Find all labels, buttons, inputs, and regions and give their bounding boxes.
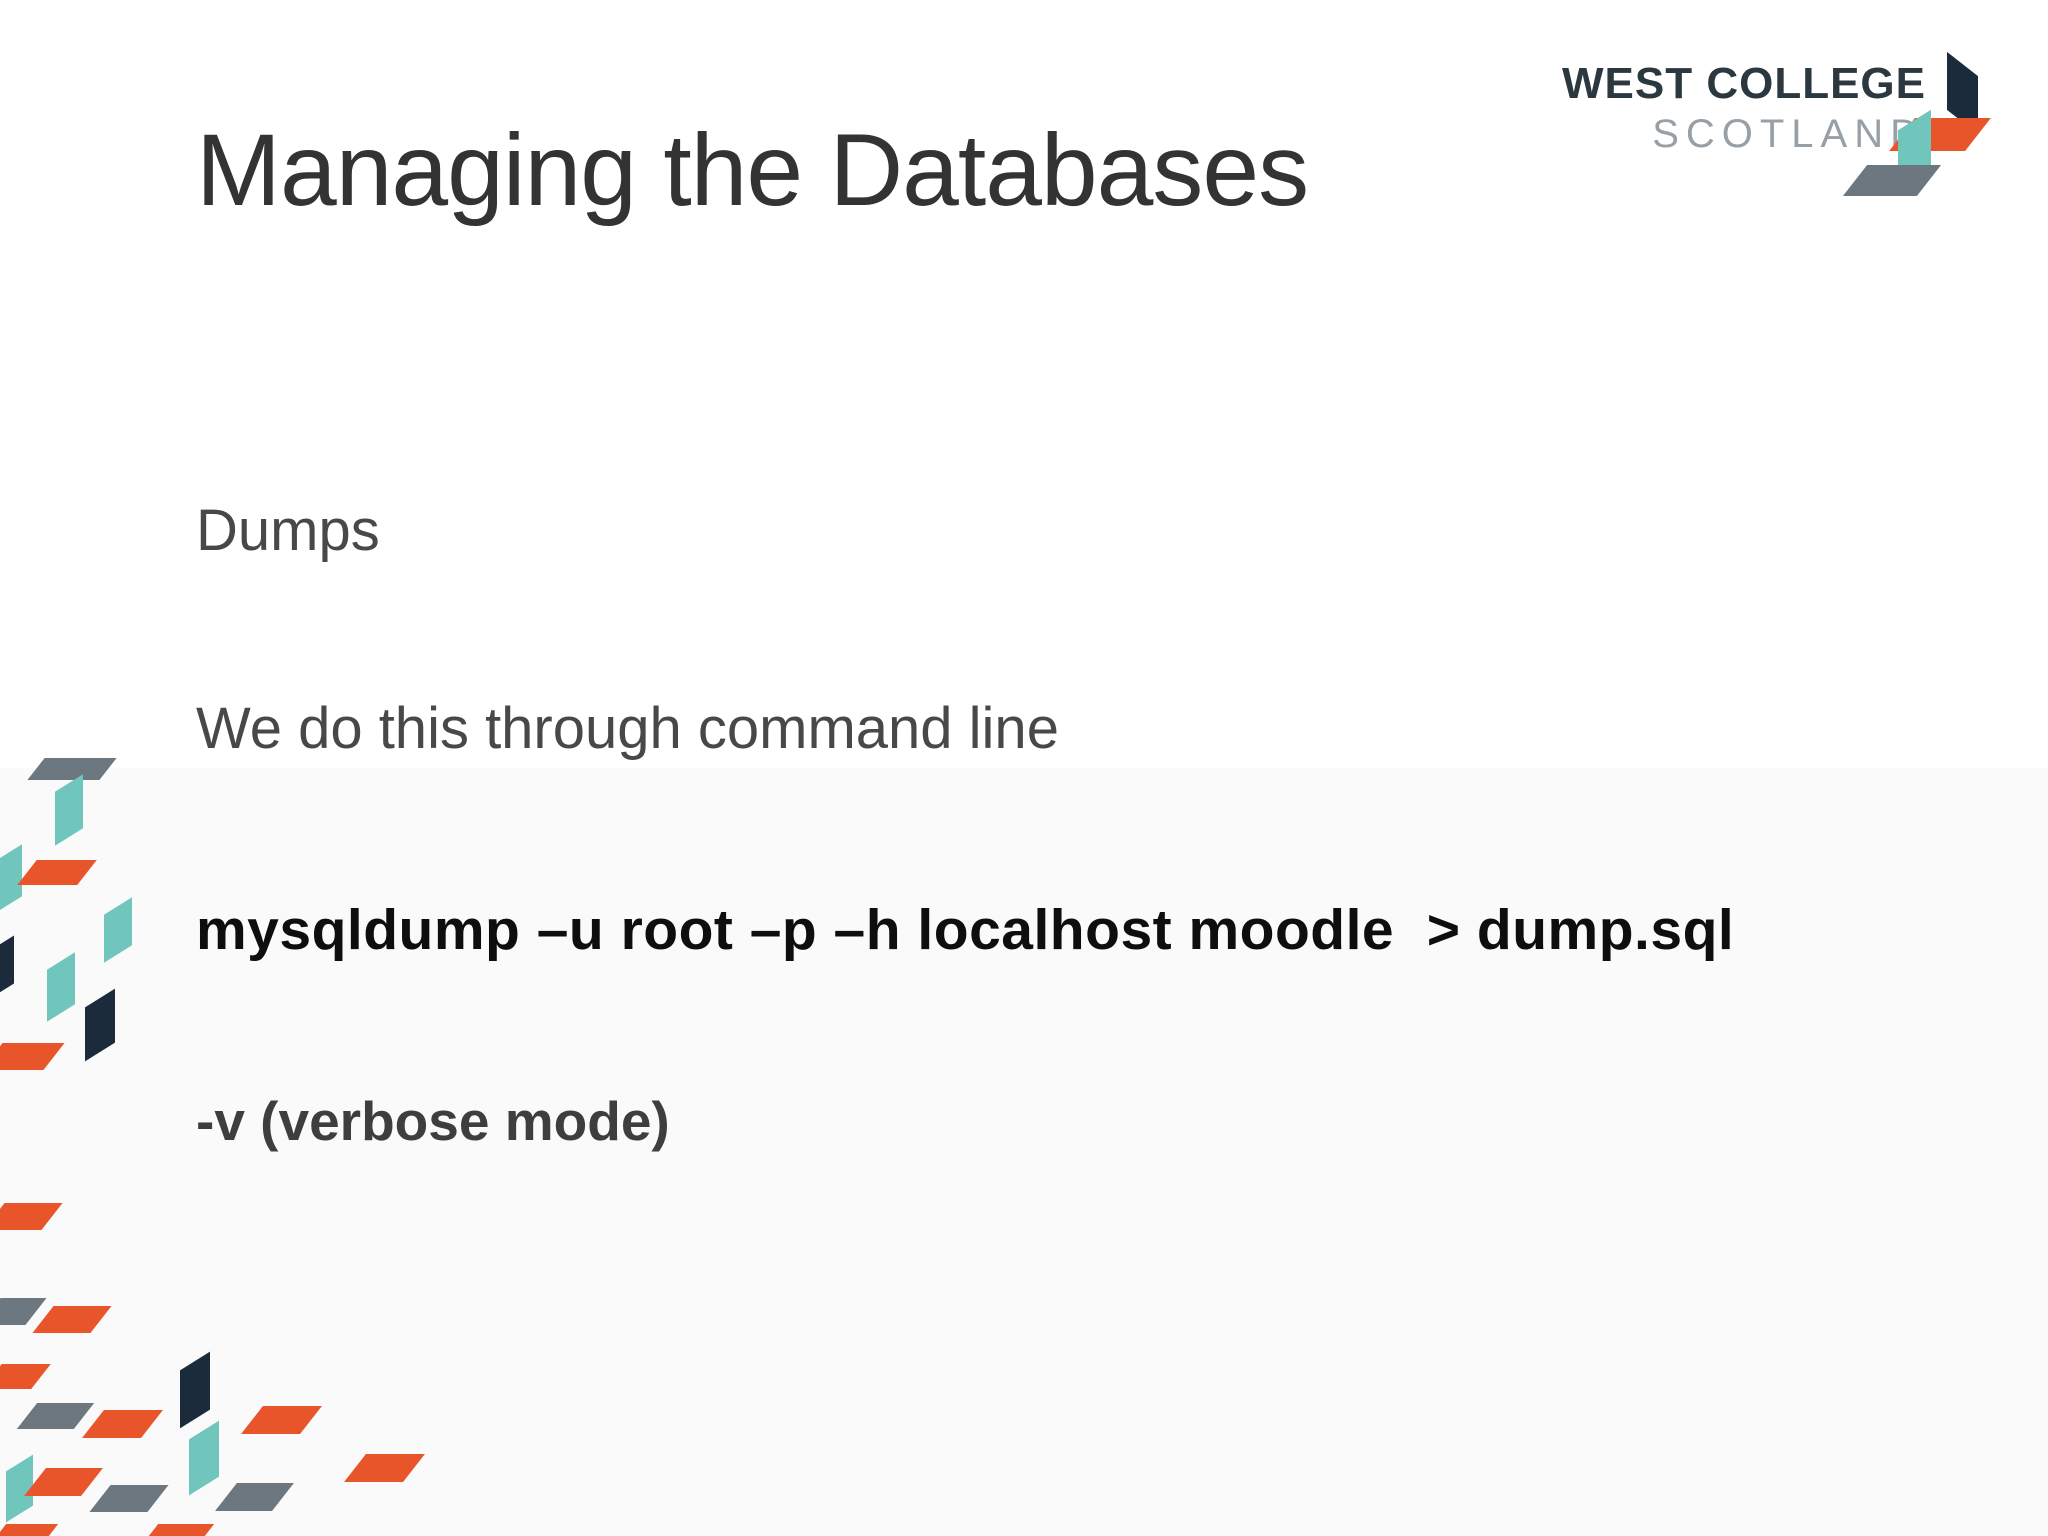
body-line-mysqldump-command: mysqldump –u root –p –h localhost moodle…: [196, 898, 1735, 962]
logo-text-west-college: WEST COLLEGE: [1562, 59, 1926, 108]
decor-parallelogram-gray: [1842, 165, 1942, 196]
west-college-scotland-logo-icon: [1842, 51, 1995, 203]
west-college-scotland-wordmark: WEST COLLEGE SCOTLAND: [1560, 59, 1926, 156]
content-background-band: [0, 768, 2048, 1536]
body-line-verbose-flag: -v (verbose mode): [196, 1090, 670, 1152]
logo-text-scotland: SCOTLAND: [1652, 112, 1926, 156]
body-line-command-intro: We do this through command line: [196, 696, 1059, 761]
body-line-dumps: Dumps: [196, 498, 380, 563]
slide-title: Managing the Databases: [196, 113, 1309, 227]
